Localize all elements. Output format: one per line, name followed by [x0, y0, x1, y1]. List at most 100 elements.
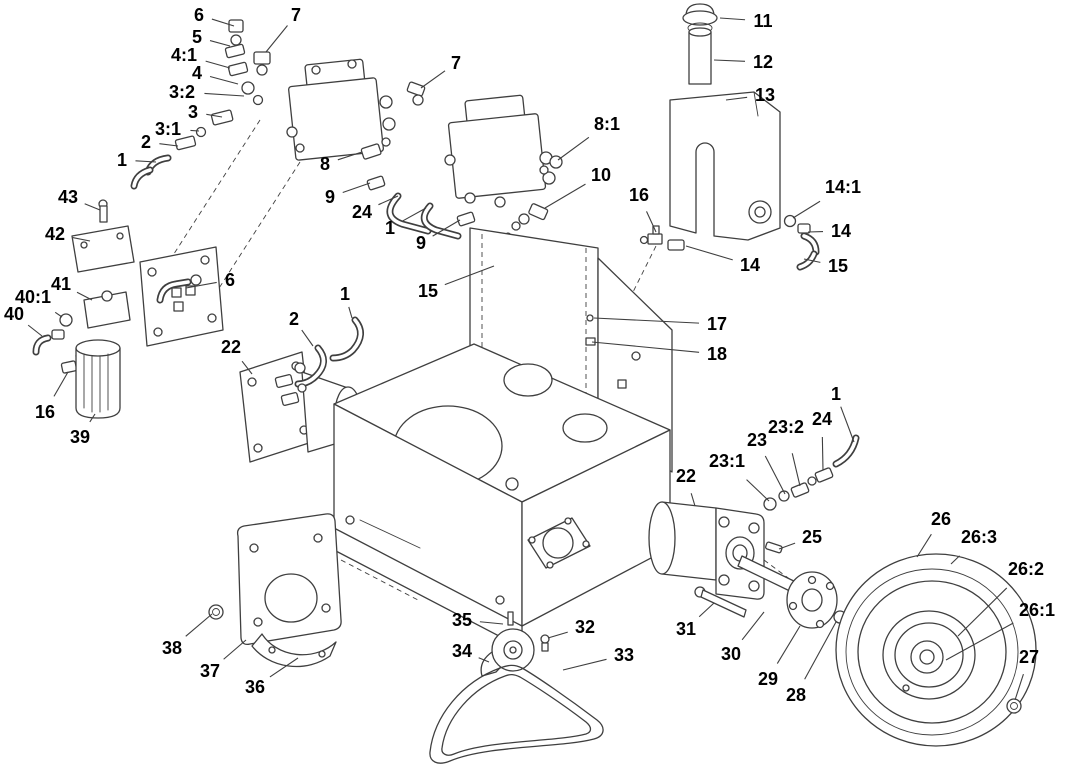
idler-belt [429, 611, 604, 764]
leader-line [725, 96, 748, 101]
leader-line [420, 70, 446, 89]
leader-line [764, 455, 786, 495]
callout-label-15: 15 [828, 256, 848, 276]
callout-label-37: 37 [200, 661, 220, 681]
callout-label-23:1: 23:1 [709, 451, 745, 471]
callout-label-7: 7 [291, 5, 301, 25]
callout-label-30: 30 [721, 644, 741, 664]
callout-label-10: 10 [591, 165, 611, 185]
leader-line [206, 113, 223, 118]
callout-label-23: 23 [747, 430, 767, 450]
leader-line [135, 160, 157, 163]
leader-line [211, 18, 235, 27]
callout-label-36: 36 [245, 677, 265, 697]
callout-label-2: 2 [141, 132, 151, 152]
callout-label-15: 15 [418, 281, 438, 301]
leader-line [159, 143, 179, 147]
callout-label-24: 24 [812, 409, 832, 429]
callout-label-9: 9 [325, 187, 335, 207]
callout-label-2: 2 [289, 309, 299, 329]
leader-line [591, 341, 700, 353]
leader-line [821, 436, 824, 471]
callout-label-14: 14 [831, 221, 851, 241]
leader-line [204, 92, 245, 97]
leader-line [205, 60, 231, 69]
callout-label-26: 26 [931, 509, 951, 529]
leader-line [265, 25, 288, 53]
leader-line [209, 40, 231, 47]
callout-label-26:1: 26:1 [1019, 600, 1055, 620]
leader-line [719, 17, 746, 21]
leader-line [945, 622, 1014, 661]
callout-label-1: 1 [340, 284, 350, 304]
callout-label-26:2: 26:2 [1008, 559, 1044, 579]
leader-line [778, 542, 796, 550]
leader-line [401, 207, 427, 222]
leader-line [547, 631, 568, 639]
leader-line [185, 281, 217, 289]
callout-label-28: 28 [786, 685, 806, 705]
leader-line [190, 129, 200, 132]
leader-line [804, 621, 837, 680]
callout-label-7: 7 [451, 53, 461, 73]
leader-line [432, 219, 461, 237]
callout-label-32: 32 [575, 617, 595, 637]
callout-label-14:1: 14:1 [825, 177, 861, 197]
callout-label-22: 22 [676, 466, 696, 486]
leader-line [950, 555, 960, 565]
leader-line [479, 621, 504, 625]
leader-line [342, 182, 371, 194]
callout-label-6: 6 [225, 270, 235, 290]
leader-line [72, 236, 91, 242]
callout-label-41: 41 [51, 274, 71, 294]
oil-filter [32, 199, 224, 419]
callout-label-34: 34 [452, 641, 472, 661]
pump-left [286, 58, 396, 161]
leader-line [53, 371, 69, 397]
leader-line [792, 200, 821, 219]
callout-label-1: 1 [385, 218, 395, 238]
pump-right [406, 81, 556, 208]
leader-line [713, 59, 746, 62]
leader-line [562, 658, 607, 671]
leader-line [378, 195, 399, 206]
leader-line [337, 151, 363, 161]
callout-label-22: 22 [221, 337, 241, 357]
leader-line [348, 306, 353, 319]
callout-label-3:2: 3:2 [169, 82, 195, 102]
leader-line [646, 211, 657, 233]
leader-line [746, 479, 770, 502]
leader-line [223, 639, 247, 660]
callout-label-13: 13 [755, 85, 775, 105]
leader-line [89, 413, 96, 423]
callout-label-31: 31 [676, 619, 696, 639]
callout-label-17: 17 [707, 314, 727, 334]
inlet-fittings [130, 19, 271, 190]
leader-line [957, 587, 1008, 637]
leader-line [557, 136, 590, 161]
callout-label-4:1: 4:1 [171, 45, 197, 65]
wheel-motor [648, 434, 860, 629]
leader-line [791, 453, 801, 487]
callout-label-25: 25 [802, 527, 822, 547]
callout-label-16: 16 [629, 185, 649, 205]
callout-label-3: 3 [188, 102, 198, 122]
callout-label-35: 35 [452, 610, 472, 630]
leader-line [27, 324, 43, 337]
callout-label-33: 33 [614, 645, 634, 665]
callout-label-42: 42 [45, 224, 65, 244]
callout-label-6: 6 [194, 5, 204, 25]
callout-label-8: 8 [320, 154, 330, 174]
callout-label-18: 18 [707, 344, 727, 364]
leader-line [301, 329, 314, 347]
leader-line [1014, 673, 1024, 701]
center-hoses [274, 316, 364, 407]
leader-line [690, 493, 696, 507]
leader-line [698, 602, 715, 618]
callout-label-11: 11 [753, 11, 772, 31]
callout-label-39: 39 [70, 427, 90, 447]
callout-label-40: 40 [4, 304, 24, 324]
leader-line [241, 360, 253, 375]
